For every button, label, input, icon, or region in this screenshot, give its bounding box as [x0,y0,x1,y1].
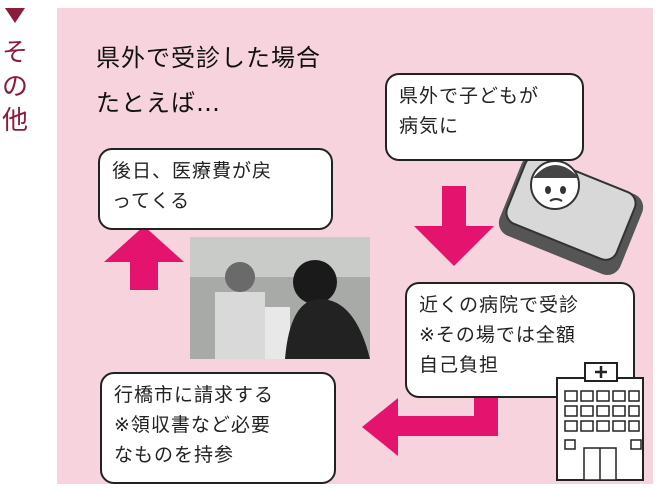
side-heading-char: の [1,72,28,102]
side-heading-char: 他 [1,106,28,136]
page-title: 県外で受診した場合 [96,44,321,72]
arrow-down [414,186,494,266]
step-text: 自己負担 [419,354,500,376]
step-text: ※領収書など必要 [114,414,271,436]
arrow-up [104,226,184,290]
step-text: 後日、医療費が戻 [112,160,273,182]
step-sick-box: 県外で子どもが 病気に [385,73,584,161]
step-text: 病気に [399,115,460,137]
step-text: なものを持参 [114,444,235,466]
step-text: 近くの病院で受診 [419,294,580,316]
sick-child-icon [498,155,644,275]
step-refund-box: 後日、医療費が戻 ってくる [98,148,333,230]
step-text: 県外で子どもが [399,85,540,107]
heading-marker-icon [5,8,25,23]
side-heading-char: そ [1,38,28,68]
step-claim-box: 行橋市に請求する ※領収書など必要 なものを持参 [100,372,336,484]
step-text: 行橋市に請求する [114,384,275,406]
step-text: ※その場では全額 [419,324,576,346]
arrow-left-turn [362,382,498,456]
clinic-photo [190,237,370,359]
page-subtitle: たとえば… [96,89,221,117]
step-hospital-box: 近くの病院で受診 ※その場では全額 自己負担 [405,282,635,398]
step-text: ってくる [112,190,191,212]
